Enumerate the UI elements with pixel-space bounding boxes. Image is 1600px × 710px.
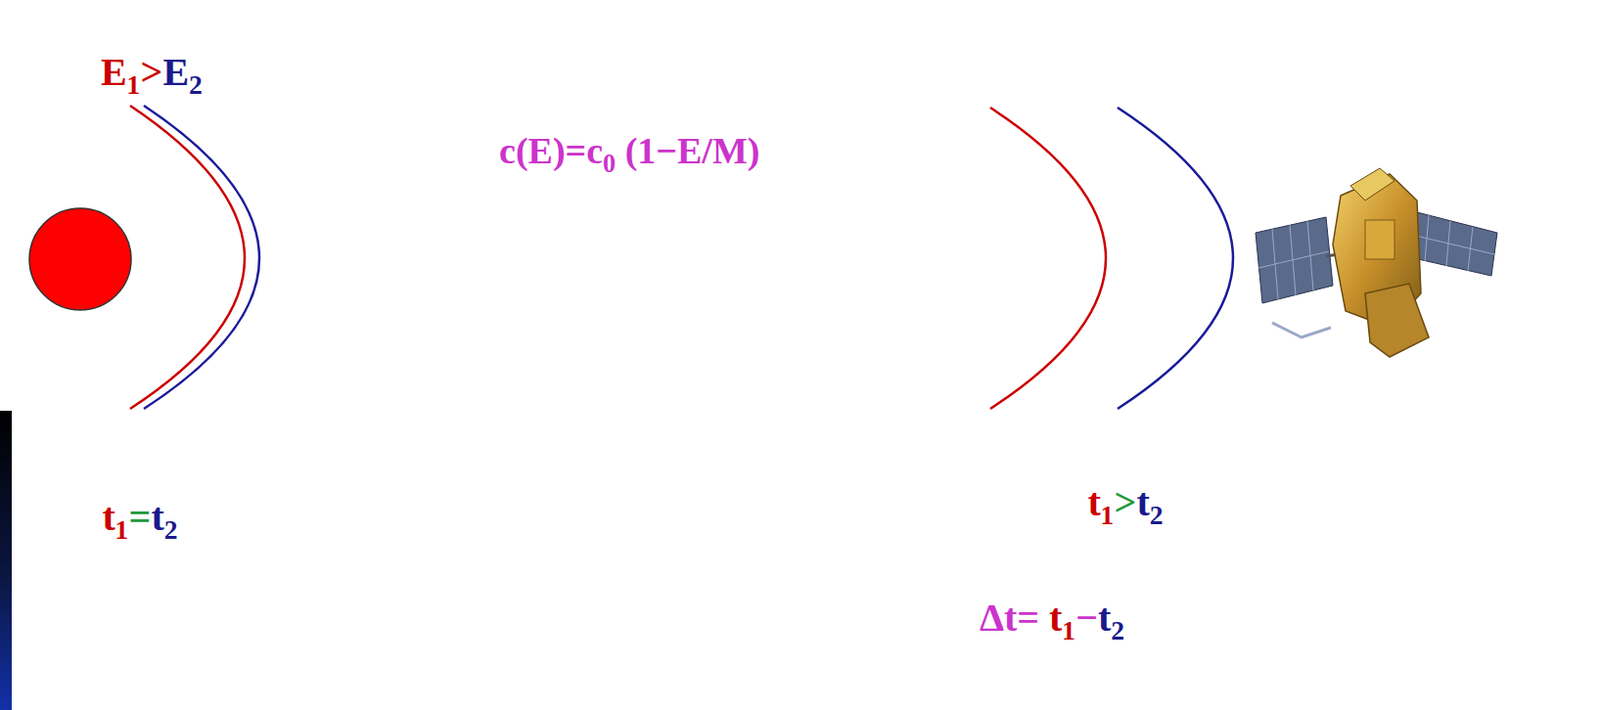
energy-relation: E₁>E₂: [100, 45, 203, 96]
source-circle: [29, 208, 132, 311]
dispersion-formula: c(E)=c₀ (1−E/M): [499, 125, 760, 173]
blue-wavefront: [143, 105, 260, 410]
emission-time: t₁=t₂: [101, 491, 178, 542]
red-wavefront: [130, 105, 245, 410]
arrival-time: t₁>t₂: [1087, 476, 1163, 527]
blue-wavefront: [1117, 107, 1234, 410]
red-wavefront: [990, 107, 1106, 410]
slide-edge: [0, 411, 12, 710]
time-delay: Δt= t₁−t₂: [979, 592, 1125, 642]
satellite: [1255, 168, 1498, 358]
